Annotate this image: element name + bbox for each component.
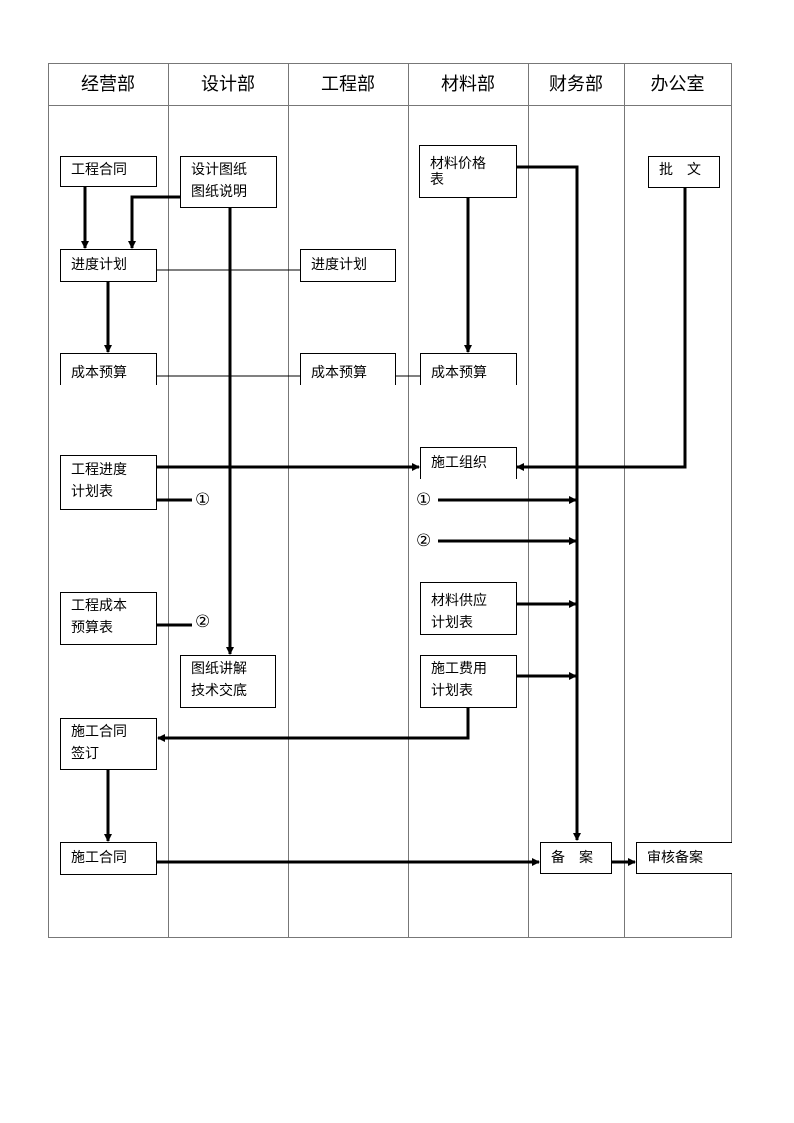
marker-two-right: ② xyxy=(416,531,432,551)
box-label: 图纸讲解 xyxy=(191,661,247,677)
box-label: 施工费用 xyxy=(431,661,487,677)
box-label: 计划表 xyxy=(431,683,473,699)
header-finance: 财务部 xyxy=(549,74,603,95)
box-label: 施工合同 xyxy=(71,850,127,866)
arrow-approval-to-org xyxy=(516,188,687,471)
header-engineering: 工程部 xyxy=(321,74,375,95)
box-design-drawings: 设计图纸 图纸说明 xyxy=(180,156,277,208)
box-label: 工程进度 xyxy=(71,462,127,478)
box-construction-contract-original: 工程合同 xyxy=(60,156,157,187)
box-label: 施工组织 xyxy=(431,455,487,471)
box-cost-budget-table: 工程成本 预算表 xyxy=(60,592,157,645)
box-contract-signing: 施工合同 签订 xyxy=(60,718,157,770)
marker-one-left: ① xyxy=(195,490,211,510)
box-approval: 批 文 xyxy=(648,156,720,188)
box-label: 进度计划 xyxy=(311,257,367,273)
box-progress-plan-engineering: 进度计划 xyxy=(300,249,396,282)
box-label: 备 案 xyxy=(551,850,593,866)
box-material-supply-plan: 材料供应 计划表 xyxy=(420,582,517,635)
arrow-prices-to-filing xyxy=(517,165,581,841)
box-construction-contract: 施工合同 xyxy=(60,842,157,875)
box-label: 图纸说明 xyxy=(191,184,247,200)
box-label: 计划表 xyxy=(71,484,113,500)
flow-arrows xyxy=(81,165,687,866)
box-progress-schedule: 工程进度 计划表 xyxy=(60,455,157,510)
marker-one-right: ① xyxy=(416,490,432,510)
header-materials: 材料部 xyxy=(441,74,495,95)
marker-two-left: ② xyxy=(195,612,211,632)
box-audit-filing: 审核备案 xyxy=(636,842,732,874)
box-drawing-explanation: 图纸讲解 技术交底 xyxy=(180,655,276,708)
box-label: 审核备案 xyxy=(647,850,703,866)
box-construction-organization: 施工组织 xyxy=(420,447,517,479)
box-label: 材料供应 xyxy=(431,593,487,609)
box-cost-budget-operations: 成本预算 xyxy=(60,353,157,385)
box-label: 设计图纸 xyxy=(191,162,247,178)
box-expense-plan: 施工费用 计划表 xyxy=(420,655,517,708)
box-label: 表 xyxy=(430,172,444,188)
box-label: 签订 xyxy=(71,746,99,762)
swimlane-grid xyxy=(48,63,732,938)
box-filing: 备 案 xyxy=(540,842,612,874)
box-label: 计划表 xyxy=(431,615,473,631)
box-label: 进度计划 xyxy=(71,257,127,273)
box-progress-plan-operations: 进度计划 xyxy=(60,249,157,282)
arrow-expense-to-signing xyxy=(157,708,470,742)
box-label: 施工合同 xyxy=(71,724,127,740)
header-operations: 经营部 xyxy=(81,74,135,95)
header-design: 设计部 xyxy=(201,74,255,95)
box-label: 批 文 xyxy=(659,162,701,178)
box-label: 材料价格 xyxy=(430,156,486,172)
header-office: 办公室 xyxy=(650,74,705,95)
box-label: 技术交底 xyxy=(191,683,247,699)
box-material-prices: 材料价格 表 xyxy=(419,145,517,198)
box-label: 成本预算 xyxy=(71,365,127,381)
box-label: 成本预算 xyxy=(431,365,487,381)
box-label: 工程成本 xyxy=(71,598,127,614)
box-label: 工程合同 xyxy=(71,162,127,178)
box-label: 预算表 xyxy=(71,620,113,636)
arrow-design-to-progress xyxy=(128,195,180,249)
box-cost-budget-engineering: 成本预算 xyxy=(300,353,396,385)
box-cost-budget-materials: 成本预算 xyxy=(420,353,517,385)
box-label: 成本预算 xyxy=(311,365,367,381)
